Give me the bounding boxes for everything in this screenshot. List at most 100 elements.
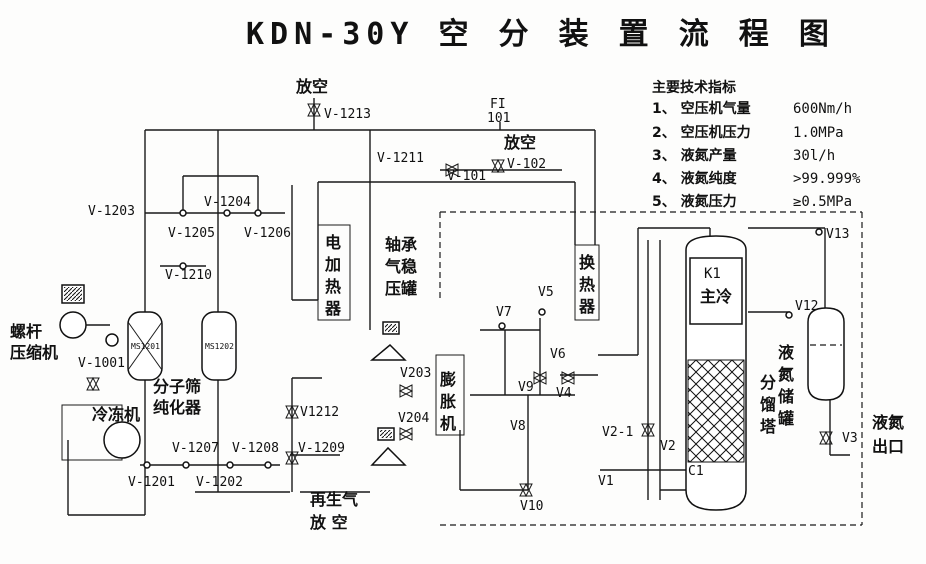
exchanger-label-1: 换 [579, 253, 596, 272]
chiller-label: 冷冻机 [92, 405, 140, 424]
valve-v1207: V-1207 [172, 441, 219, 456]
valve-v12: V12 [795, 299, 818, 314]
heater-label-2: 加 [324, 255, 341, 274]
vent-mid-label: 放空 [503, 133, 536, 152]
pipelines [67, 98, 863, 526]
expander-label-2: 胀 [440, 392, 456, 411]
column-label-3: 塔 [760, 417, 777, 436]
spec-table: 主要技术指标 1、 空压机气量 600Nm/h 2、 空压机压力 1.0MPa … [652, 79, 861, 210]
valve-v204: V204 [398, 411, 429, 426]
buffer-label-2: 气稳 [384, 257, 417, 276]
storage-label-1: 液 [778, 343, 795, 362]
valve-v2-1: V2-1 [602, 425, 633, 440]
storage-label-3: 储 [777, 387, 794, 406]
valve-v4: V4 [556, 386, 572, 401]
valve-v2: V2 [660, 439, 676, 454]
valve-v1202: V-1202 [196, 475, 243, 490]
compressor-unit: 螺杆 压缩机 [10, 284, 119, 362]
valve-v8: V8 [510, 419, 526, 434]
valve-v1204: V-1204 [204, 195, 251, 210]
regen-label-2: 放 空 [309, 513, 348, 532]
spec-value-3: 30l/h [793, 148, 835, 164]
ms1201-label: MS1201 [131, 342, 160, 351]
valve-v13: V13 [826, 227, 849, 242]
liquid-nitrogen-storage-tank: 液 氮 储 罐 液氮 出口 [777, 307, 904, 456]
spec-value-4: >99.999% [793, 171, 861, 187]
expander-label-3: 机 [440, 414, 456, 433]
column-label-1: 分 [760, 373, 776, 392]
valve-v1210: V-1210 [165, 268, 212, 283]
valve-v10: V10 [520, 499, 543, 514]
heater-label-1: 电 [325, 233, 341, 252]
fractionating-column: K1 主冷 分 馏 塔 [685, 235, 777, 511]
outlet-label-1: 液氮 [872, 413, 904, 432]
heater-label-3: 热 [325, 277, 341, 296]
valve-v7: V7 [496, 305, 512, 320]
ms1202-vessel [201, 311, 237, 381]
exchanger-label-2: 热 [579, 275, 595, 294]
main-cooler [689, 257, 743, 325]
exchanger-label-3: 器 [578, 297, 596, 316]
chiller-body [103, 421, 141, 459]
spec-value-1: 600Nm/h [793, 101, 852, 117]
valve-c1: C1 [688, 464, 704, 479]
valve-v203: V203 [400, 366, 431, 381]
valve-v1206: V-1206 [244, 226, 291, 241]
storage-label-4: 罐 [777, 409, 794, 428]
spec-label-3: 3、 液氮产量 [652, 147, 737, 164]
valve-v101: V-101 [447, 169, 486, 184]
fi-label-2: 101 [487, 111, 510, 126]
valve-v1: V1 [598, 474, 614, 489]
compressor-label-2: 压缩机 [10, 343, 58, 362]
valve-v6: V6 [550, 347, 566, 362]
valve-v102: V-102 [507, 157, 546, 172]
valve-v1213: V-1213 [324, 107, 371, 122]
valve-v5: V5 [538, 285, 554, 300]
valve-v3: V3 [842, 431, 858, 446]
valve-v1001: V-1001 [78, 356, 125, 371]
column-packing [687, 359, 745, 463]
heater-label-4: 器 [324, 299, 342, 318]
spec-label-2: 2、 空压机压力 [652, 124, 751, 141]
spec-label-5: 5、 液氮压力 [652, 193, 737, 210]
chiller-unit: 冷冻机 [61, 404, 141, 461]
ms1202-label: MS1202 [205, 342, 234, 351]
purifier-label-2: 纯化器 [153, 398, 202, 417]
diagram-title: KDN-30Y 空 分 装 置 流 程 图 [246, 17, 835, 52]
heat-exchanger: 换 热 器 [574, 244, 600, 321]
outlet-label-2: 出口 [872, 437, 904, 456]
purifier-label-1: 分子筛 [153, 377, 201, 396]
valve-v1201: V-1201 [128, 475, 175, 490]
valve-v1205: V-1205 [168, 226, 215, 241]
main-cooler-label: 主冷 [700, 287, 732, 306]
buffer-label-1: 轴承 [385, 235, 417, 254]
valve-v9: V9 [518, 380, 534, 395]
spec-heading: 主要技术指标 [652, 79, 736, 96]
k1-label: K1 [704, 266, 721, 282]
spec-value-5: ≥0.5MPa [793, 194, 852, 210]
regen-label-1: 再生气 [310, 490, 358, 509]
fi-label-1: FI [490, 97, 506, 112]
valve-v1208: V-1208 [232, 441, 279, 456]
valve-labels: V-1213 V-1211 V-101 V-102 V-1203 V-1204 … [78, 107, 858, 514]
storage-vessel [807, 307, 845, 401]
molecular-sieve-purifier: MS1201 MS1202 分子筛 纯化器 [127, 311, 237, 417]
spec-label-4: 4、 液氮纯度 [652, 170, 738, 187]
buffer-label-3: 压罐 [385, 279, 417, 298]
storage-label-2: 氮 [778, 365, 794, 384]
expander: 膨 胀 机 [435, 354, 465, 436]
valve-v1209: V-1209 [298, 441, 345, 456]
spec-label-1: 1、 空压机气量 [652, 100, 751, 117]
bearing-gas-buffer-tank: 轴承 气稳 压罐 [369, 235, 417, 466]
vent-top-label: 放空 [295, 77, 328, 96]
electric-heater: 电 加 热 器 [317, 224, 351, 321]
spec-value-2: 1.0MPa [793, 125, 844, 141]
valve-v1212: V1212 [300, 405, 339, 420]
column-label-2: 馏 [760, 395, 776, 414]
valve-v1203: V-1203 [88, 204, 135, 219]
valve-symbols [86, 102, 833, 498]
expander-label-1: 膨 [440, 370, 456, 389]
valve-v1211: V-1211 [377, 151, 424, 166]
